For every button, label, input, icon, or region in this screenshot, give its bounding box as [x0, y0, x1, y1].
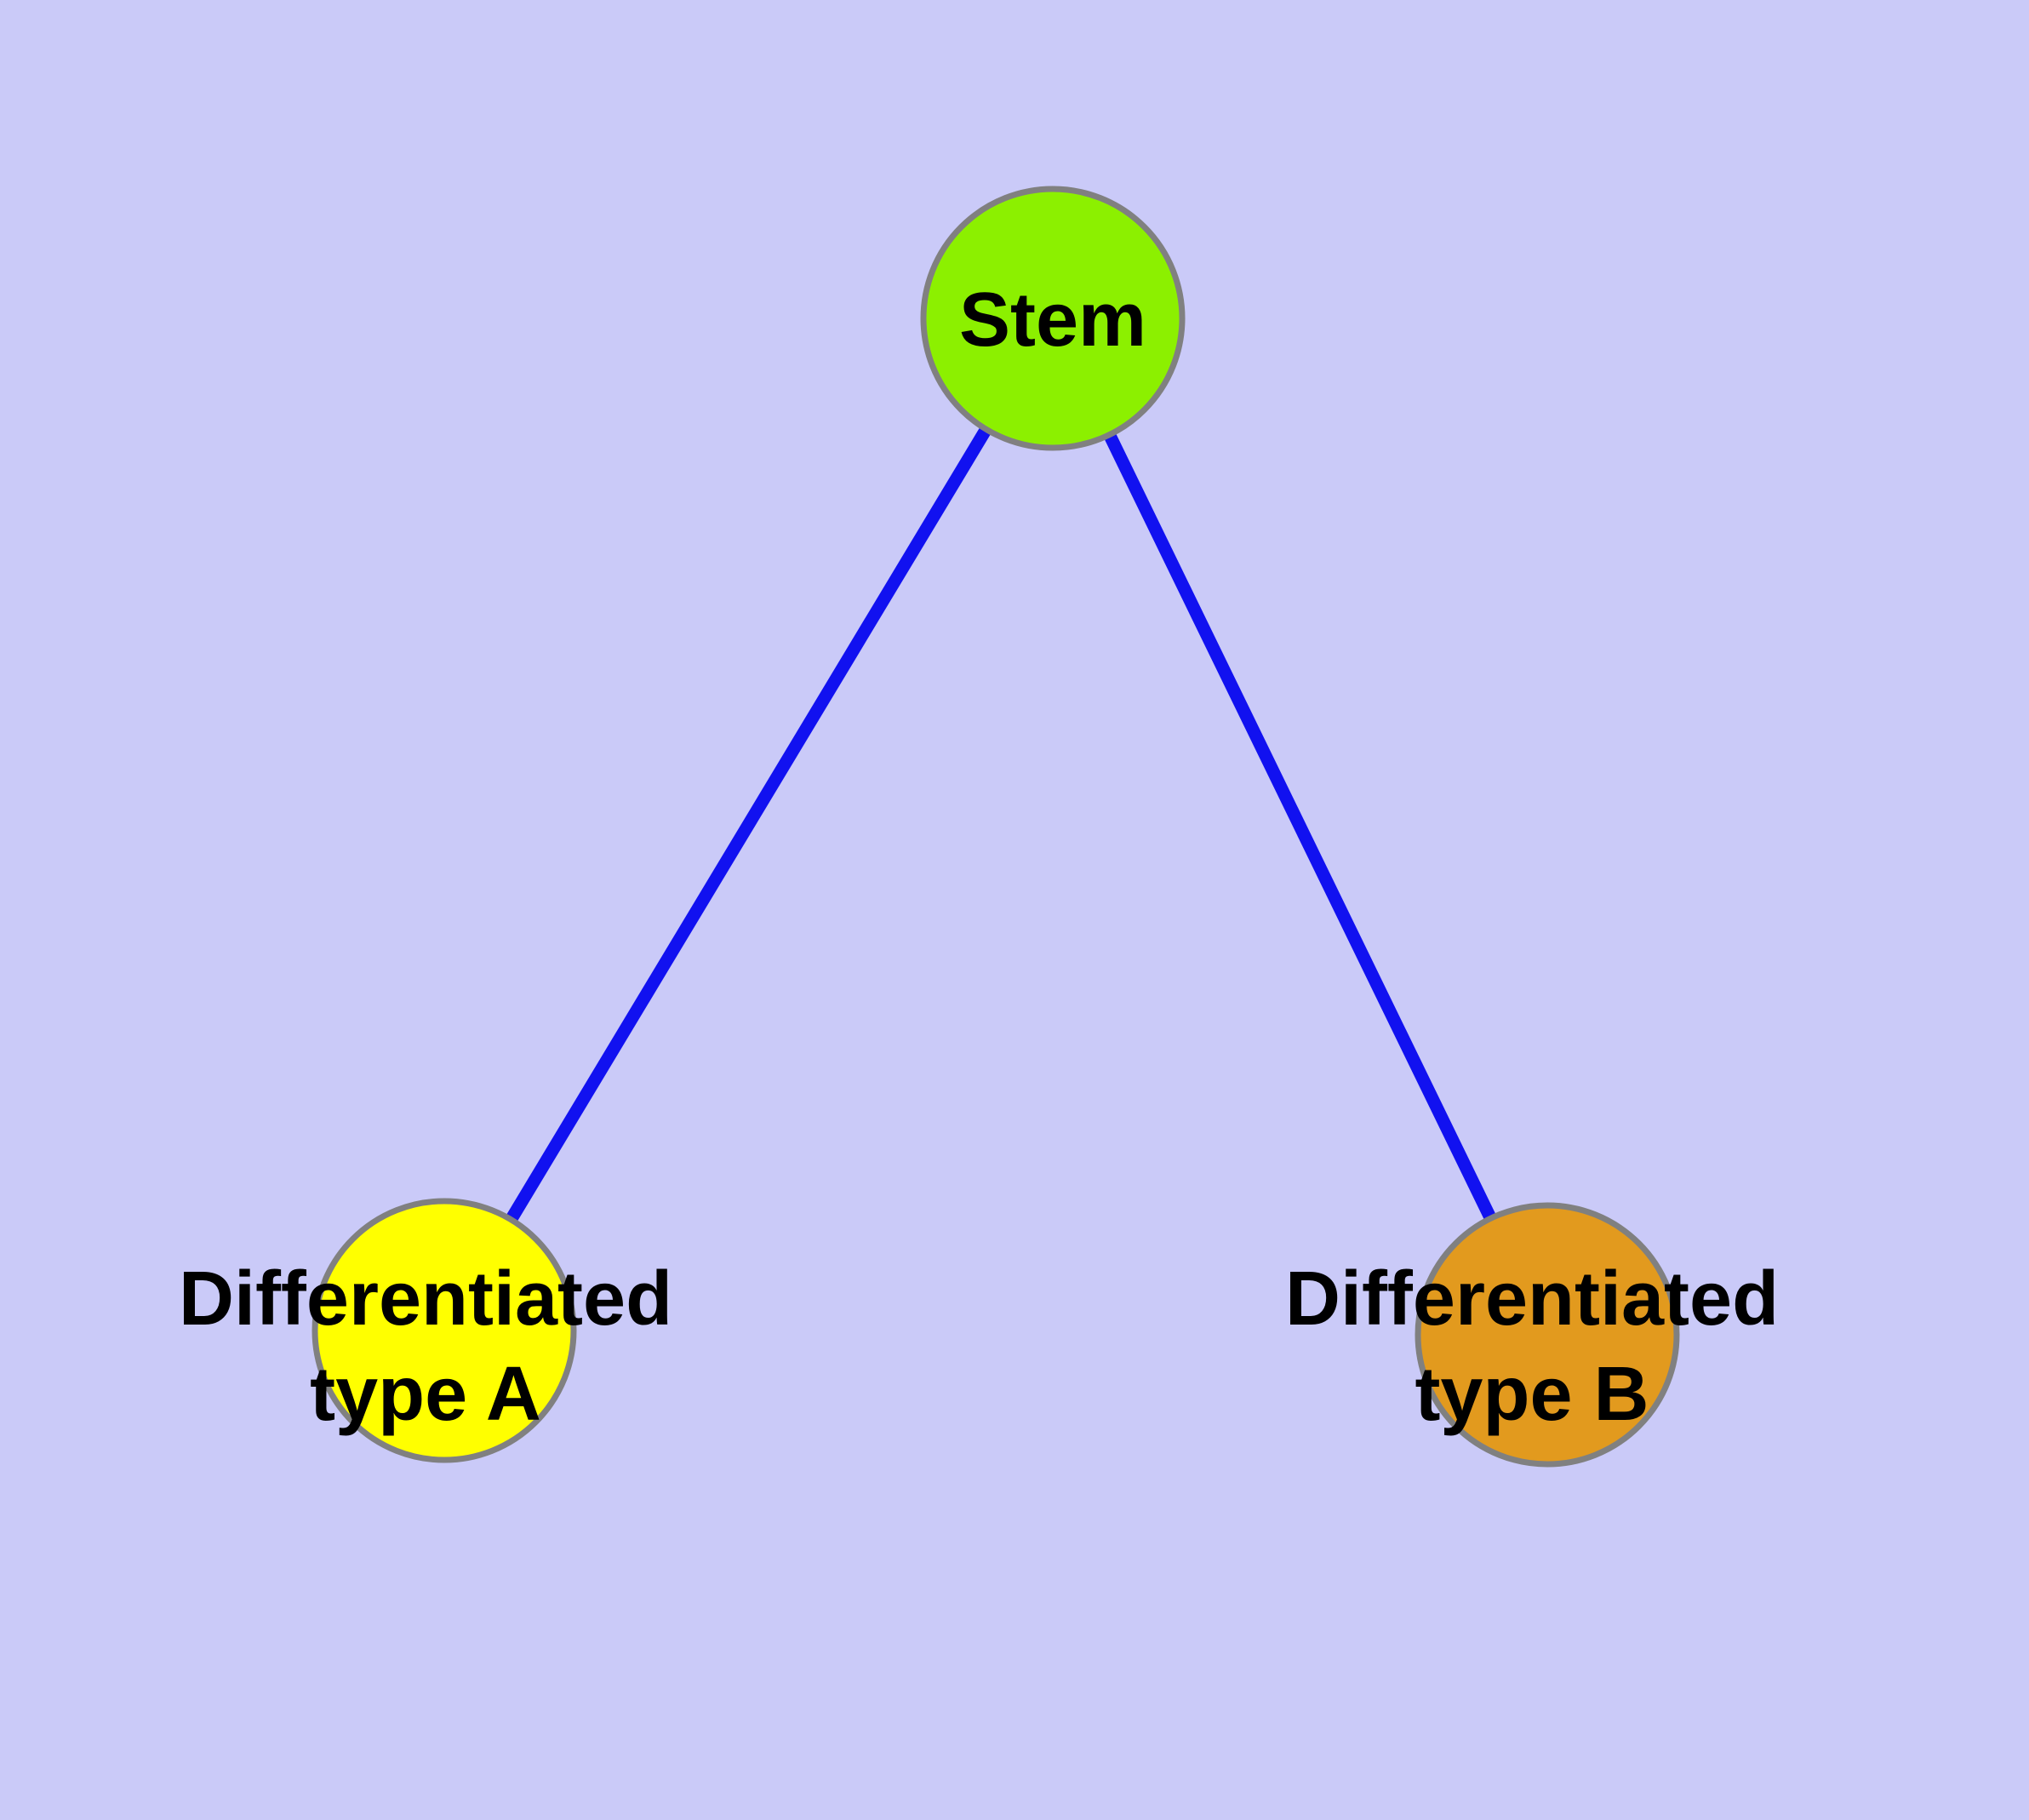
differentiated-type-a-node-circle [311, 1198, 577, 1463]
edge-stem-to-type-b [1047, 315, 1553, 1338]
stem-node-circle [920, 186, 1186, 451]
differentiated-type-a-node-label: Differentiated type A [179, 1251, 672, 1442]
stem-node-label-text: Stem [958, 278, 1147, 363]
type-a-label-line-1: Differentiated [178, 1256, 673, 1342]
differentiated-type-b-node-label: Differentiated type B [1285, 1251, 1779, 1442]
differentiated-type-b-node-circle [1415, 1202, 1680, 1468]
type-b-label-line-2: type B [1415, 1352, 1649, 1437]
type-a-label-line-2: type A [310, 1352, 541, 1437]
edge-stem-to-type-a [438, 315, 1059, 1334]
stem-node-label: Stem [959, 272, 1146, 368]
type-b-label-line-1: Differentiated [1284, 1256, 1780, 1342]
